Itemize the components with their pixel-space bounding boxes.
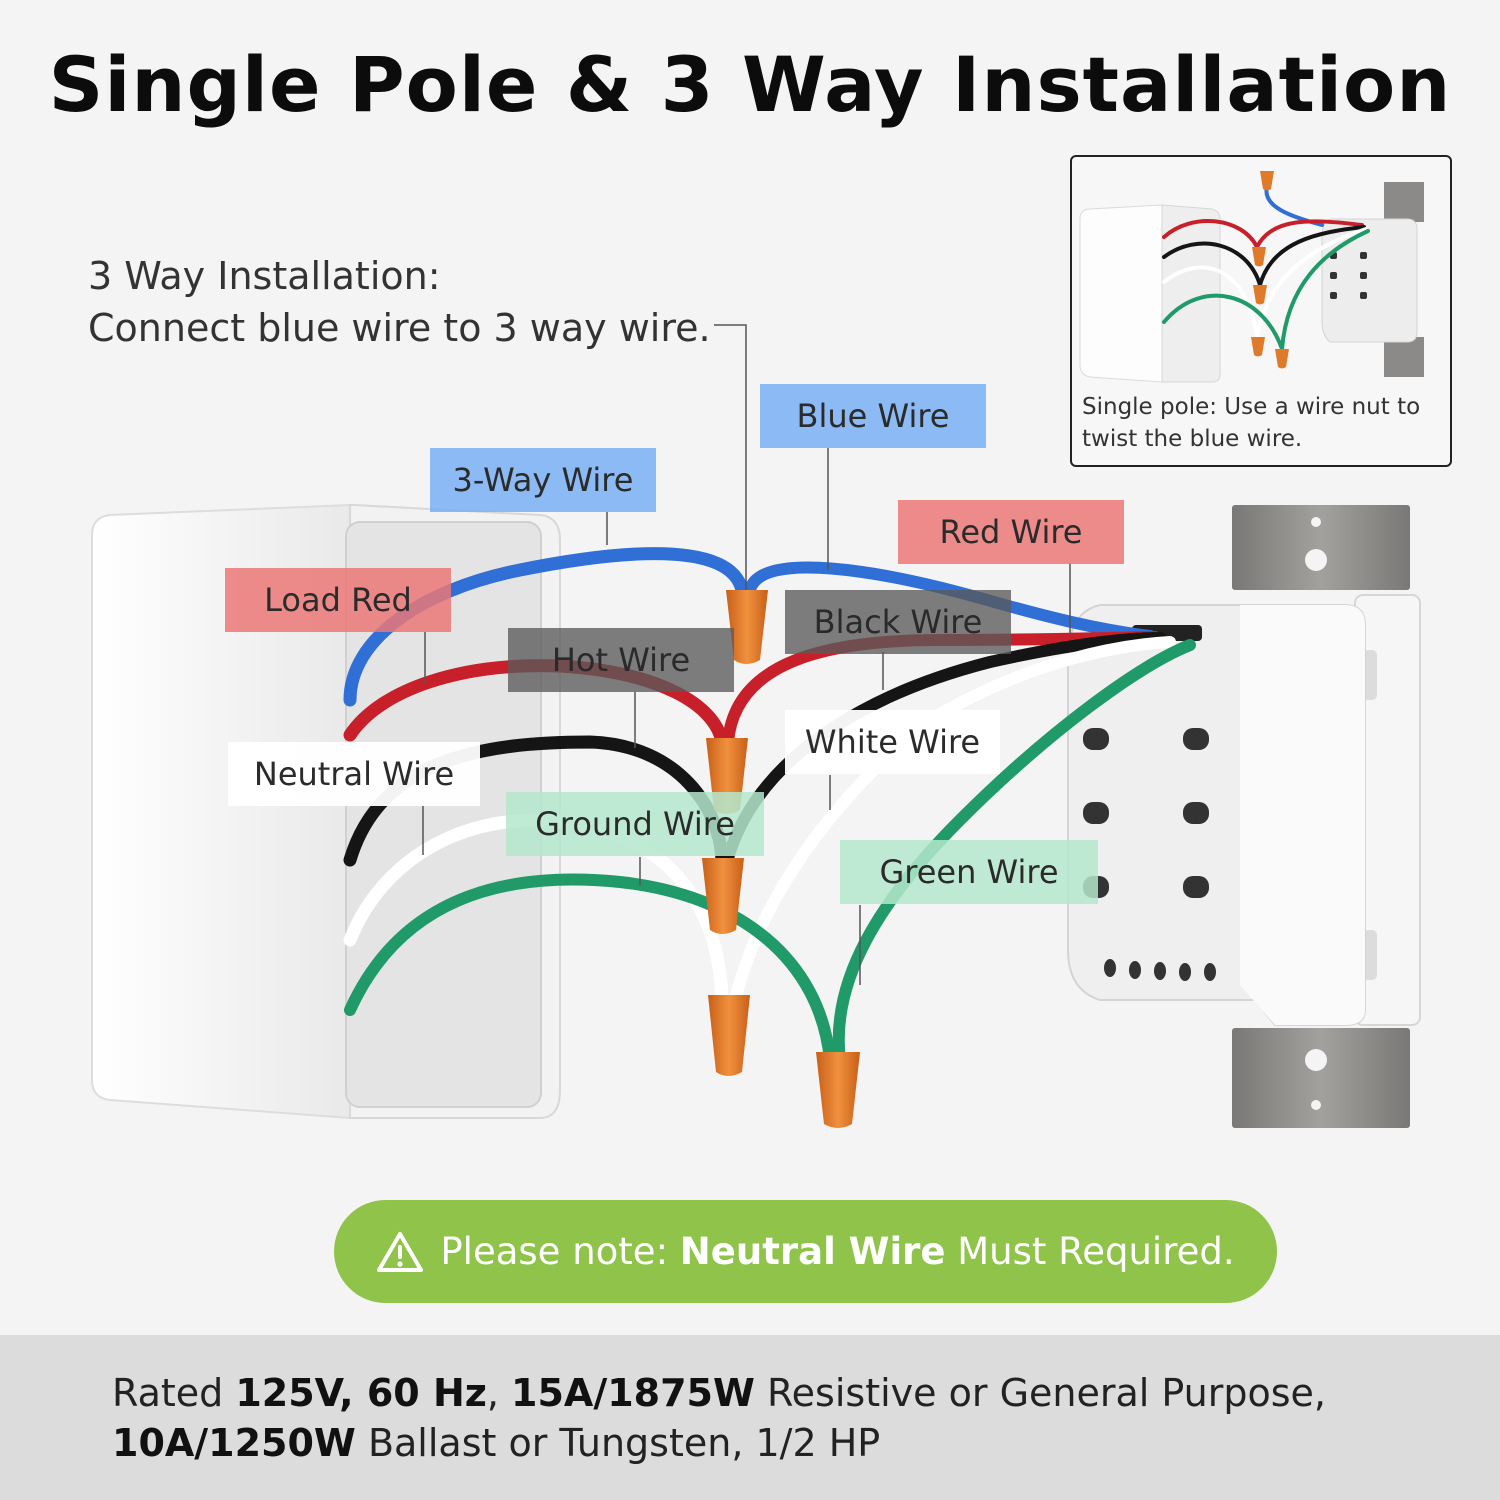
black-wire-label: Black Wire: [785, 590, 1011, 654]
blue-wire-label: Blue Wire: [760, 384, 986, 448]
resistive-rating: 15A/1875W: [511, 1371, 755, 1415]
electrical-box: [91, 503, 561, 1120]
instructions-text: Connect blue wire to 3 way wire.: [88, 306, 711, 350]
green-wire: [832, 639, 1196, 1066]
caption-line-2: twist the blue wire.: [1082, 426, 1303, 452]
ratings-line-1: Rated 125V, 60 Hz, 15A/1875W Resistive o…: [112, 1368, 1326, 1418]
three-way-wire: [343, 547, 749, 707]
leader-lines: [422, 324, 1071, 985]
ratings-separator: ,: [486, 1371, 512, 1415]
ratings-line-2: 10A/1250W Ballast or Tungsten, 1/2 HP: [112, 1418, 1326, 1468]
red-wire-label: Red Wire: [898, 500, 1124, 564]
black-wire: [722, 632, 1166, 864]
white-wire-label: White Wire: [785, 710, 1000, 774]
single-pole-inset: Single pole: Use a wire nut to twist the…: [1070, 155, 1452, 467]
wire-nut-white: [708, 995, 750, 1076]
instructions-heading: 3 Way Installation:: [88, 254, 441, 298]
note-emphasis: Neutral Wire: [679, 1230, 946, 1273]
single-pole-caption: Single pole: Use a wire nut to twist the…: [1082, 391, 1442, 455]
ground-wire: [344, 873, 836, 1066]
ratings-band: [0, 1335, 1500, 1500]
caption-line-1: Single pole: Use a wire nut to: [1082, 394, 1421, 420]
neutral-wire-note: Please note: Neutral Wire Must Required.: [334, 1200, 1277, 1303]
ground-wire-label: Ground Wire: [506, 792, 764, 856]
wire-nut-green: [816, 1052, 860, 1128]
ballast-text: Ballast or Tungsten, 1/2 HP: [355, 1421, 881, 1465]
mounting-strap-top: [1232, 505, 1410, 590]
smart-switch: [1067, 505, 1421, 1128]
hot-wire-label: Hot Wire: [508, 628, 734, 692]
warning-icon: [377, 1231, 424, 1272]
three-way-wire-label: 3-Way Wire: [430, 448, 656, 512]
ratings-text: Rated 125V, 60 Hz, 15A/1875W Resistive o…: [112, 1368, 1326, 1468]
note-prefix: Please note:: [440, 1230, 680, 1273]
single-pole-diagram: [1079, 171, 1424, 383]
mounting-strap-bottom: [1232, 1028, 1410, 1128]
load-red-label: Load Red: [225, 568, 451, 632]
note-suffix: Must Required.: [945, 1230, 1235, 1273]
green-wire-label: Green Wire: [840, 840, 1098, 904]
three-way-instructions: 3 Way Installation: Connect blue wire to…: [88, 250, 711, 354]
ballast-rating: 10A/1250W: [112, 1421, 356, 1465]
voltage-rating: 125V, 60 Hz: [235, 1371, 487, 1415]
wiring-diagram: [91, 324, 1421, 1128]
neutral-wire-label: Neutral Wire: [228, 742, 480, 806]
rated-label: Rated: [112, 1371, 236, 1415]
resistive-text: Resistive or General Purpose,: [754, 1371, 1326, 1415]
wire-nut-black: [702, 858, 744, 934]
wire-nut-blue: [726, 590, 768, 664]
page-title: Single Pole & 3 Way Installation: [48, 40, 1452, 129]
